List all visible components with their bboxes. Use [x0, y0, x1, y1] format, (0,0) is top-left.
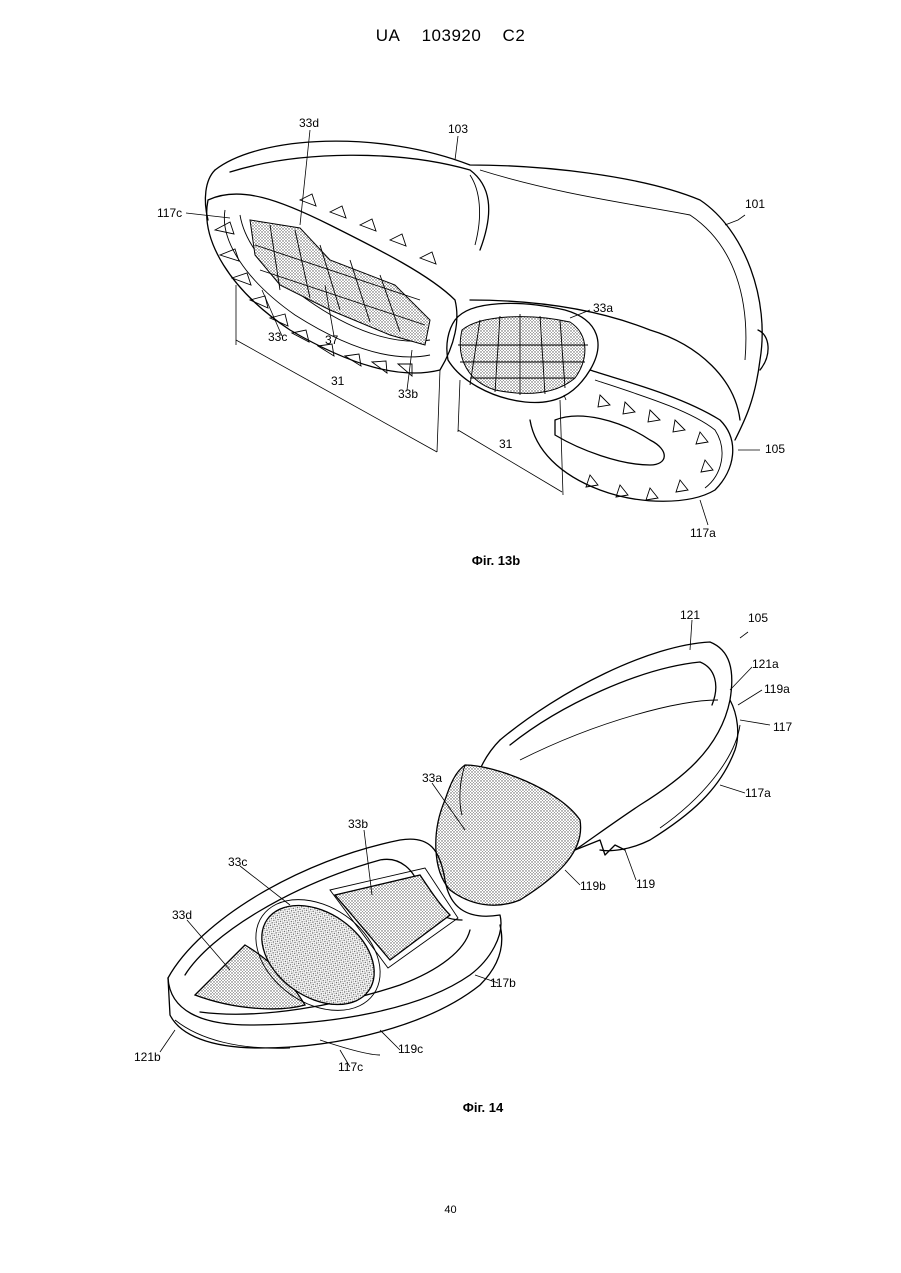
- label-31-heel: 31: [499, 437, 513, 451]
- label-33a: 33a: [422, 771, 442, 785]
- label-101: 101: [745, 197, 765, 211]
- label-117c: 117c: [338, 1060, 363, 1074]
- label-117: 117: [773, 720, 792, 734]
- label-121: 121: [680, 608, 700, 622]
- forefoot-tread-blocks: [250, 220, 430, 345]
- label-105: 105: [748, 611, 768, 625]
- label-117c: 117c: [157, 206, 182, 220]
- label-33c: 33c: [228, 855, 247, 869]
- label-121a: 121a: [752, 657, 779, 671]
- label-33b: 33b: [348, 817, 368, 831]
- pad-33a: [436, 765, 581, 905]
- label-31-forefoot: 31: [331, 374, 345, 388]
- label-33d: 33d: [172, 908, 192, 922]
- label-103: 103: [448, 122, 468, 136]
- figure-13b-caption: Фіг. 13b: [396, 553, 596, 568]
- label-119a: 119a: [764, 682, 790, 696]
- label-119: 119: [636, 877, 655, 891]
- label-119b: 119b: [580, 879, 606, 893]
- label-117b: 117b: [490, 976, 516, 990]
- heel-tread-blocks: [458, 314, 588, 395]
- label-119c: 119c: [398, 1042, 423, 1056]
- label-33a: 33a: [593, 301, 613, 315]
- figure-14-caption: Фіг. 14: [383, 1100, 583, 1115]
- label-33c: 33c: [268, 330, 287, 344]
- label-37: 37: [325, 333, 339, 347]
- label-33b: 33b: [398, 387, 418, 401]
- label-121b: 121b: [134, 1050, 161, 1064]
- label-33d: 33d: [299, 116, 319, 130]
- label-105: 105: [765, 442, 785, 456]
- page-number: 40: [0, 1204, 901, 1216]
- figure-13b-drawing: [186, 130, 768, 525]
- label-117a: 117a: [745, 786, 771, 800]
- figure-14-drawing: [168, 642, 740, 1055]
- label-117a: 117a: [690, 526, 716, 540]
